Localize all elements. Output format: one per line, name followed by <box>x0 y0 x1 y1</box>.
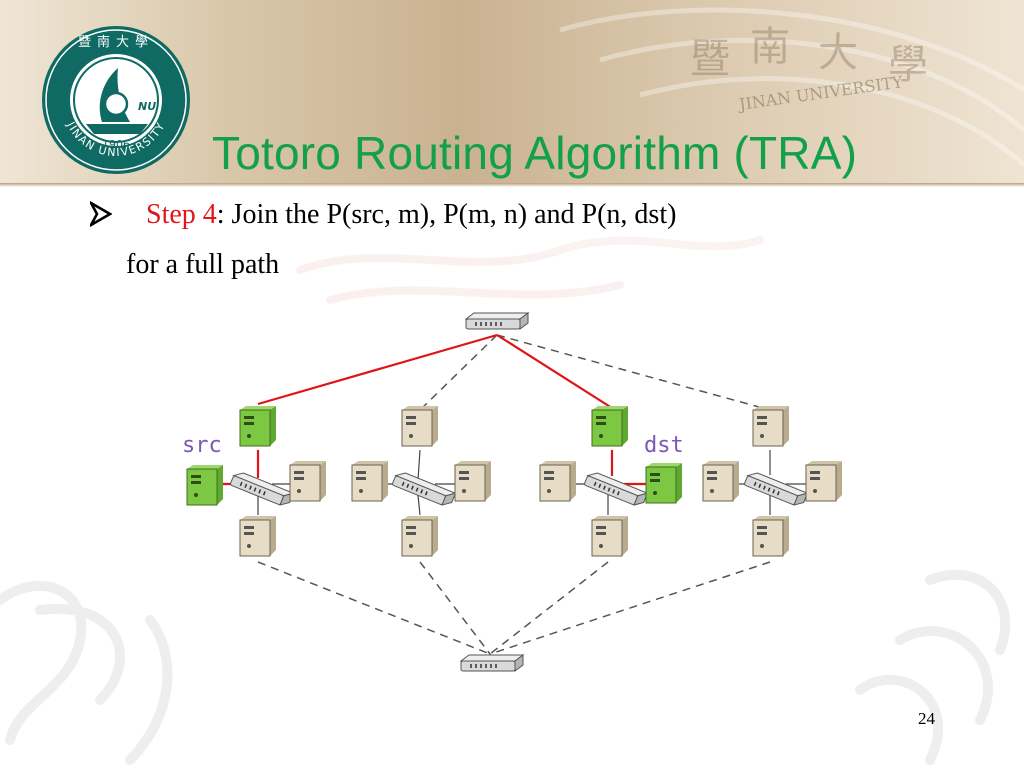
server <box>539 460 577 502</box>
pod-link <box>417 494 421 516</box>
server <box>239 515 277 557</box>
path-segment-src-m <box>257 333 498 406</box>
full-path <box>222 333 646 486</box>
server <box>289 460 327 502</box>
dashed-core-links <box>257 334 771 655</box>
server-src <box>186 464 224 506</box>
server <box>401 515 439 557</box>
dashed-link <box>419 334 498 411</box>
server-m <box>239 405 277 447</box>
pod-switch-1 <box>229 469 295 509</box>
server <box>805 460 843 502</box>
ship-hull-icon <box>86 124 148 134</box>
server <box>591 515 629 557</box>
university-seal-logo: NU 1906 JINAN UNIVERSITY 暨南大學 <box>42 26 190 174</box>
dashed-link <box>496 334 771 411</box>
path-segment-m-n <box>496 334 613 409</box>
dashed-link <box>489 561 609 655</box>
step-description: : Join the P(src, m), P(m, n) and P(n, d… <box>216 199 677 230</box>
pod-link <box>417 449 421 481</box>
arrow-bullet-icon <box>90 201 112 227</box>
core-switch-top <box>465 312 529 330</box>
server <box>454 460 492 502</box>
server-dst <box>645 462 683 504</box>
pod-switch-3 <box>583 469 649 509</box>
core-switch-bottom <box>460 654 524 672</box>
server <box>401 405 439 447</box>
server <box>702 460 740 502</box>
bullet-text: Step 4: Join the P(src, m), P(m, n) and … <box>146 199 676 231</box>
slide-title: Totoro Routing Algorithm (TRA) <box>212 127 858 179</box>
dashed-link <box>419 561 491 655</box>
seal-monogram: NU <box>138 100 156 113</box>
dst-label: dst <box>644 433 684 458</box>
watermark-char-3: 大 <box>818 30 858 76</box>
server <box>351 460 389 502</box>
pod-switch-4 <box>743 469 809 509</box>
dashed-link <box>489 561 771 655</box>
watermark-char-1: 暨 <box>690 36 730 82</box>
page-number: 24 <box>918 709 935 728</box>
watermark-characters: 暨 南 大 學 <box>690 24 928 88</box>
server <box>752 405 790 447</box>
server <box>752 515 790 557</box>
step-label: Step 4 <box>146 199 217 230</box>
src-label: src <box>182 433 222 458</box>
seal-year: 1906 <box>102 138 130 151</box>
bullet-continuation: for a full path <box>126 249 280 280</box>
header-edge <box>0 183 1024 187</box>
seal-chinese-name: 暨南大學 <box>78 34 154 50</box>
pod-switch-2 <box>391 469 457 509</box>
watermark-char-4: 學 <box>888 42 928 88</box>
watermark-char-2: 南 <box>750 24 790 70</box>
server-n <box>591 405 629 447</box>
